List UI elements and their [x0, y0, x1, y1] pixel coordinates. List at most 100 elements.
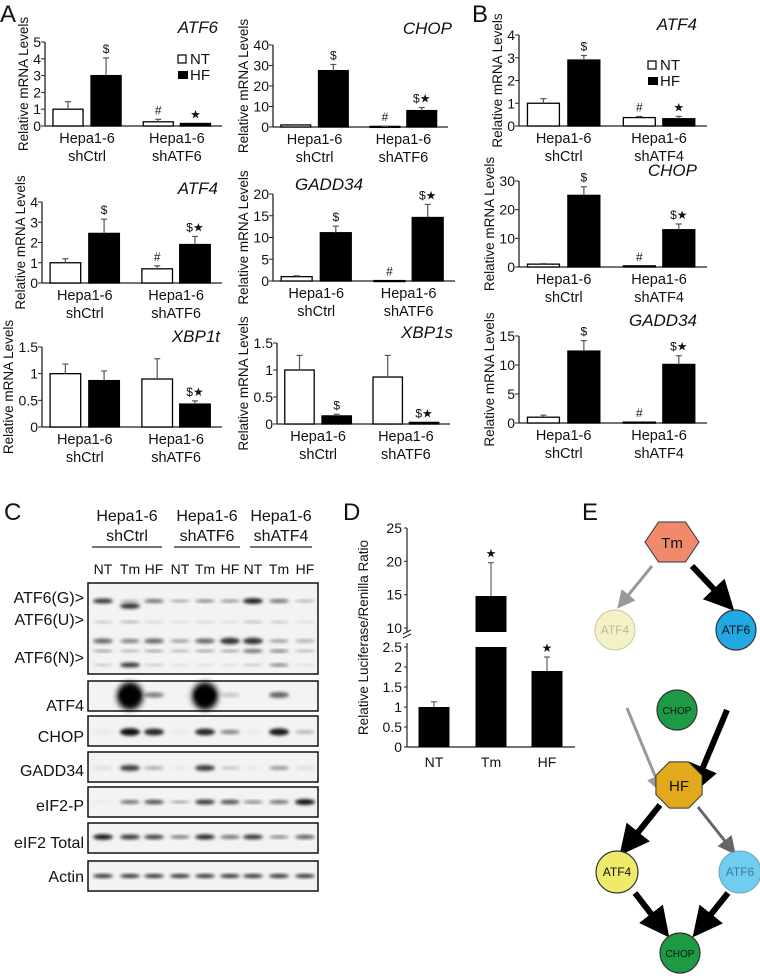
hf-octagon-node — [655, 761, 703, 809]
y-tick-label: 1 — [265, 362, 273, 378]
y-axis-label: Relative mRNA Levels — [236, 19, 251, 154]
y-tick-label: 1 — [507, 95, 515, 111]
significance-marker: $ — [581, 325, 588, 339]
panel-letter-e: E — [582, 499, 598, 526]
chop-band — [243, 730, 263, 734]
lane-label: NT — [244, 561, 263, 577]
category-label: shCtrl — [545, 446, 583, 462]
significance-marker: # — [636, 250, 643, 264]
legend-swatch-hf — [178, 71, 188, 79]
lane-label: HF — [145, 561, 164, 577]
eif2-total-band — [93, 834, 113, 840]
significance-marker: ★ — [542, 641, 553, 655]
panel-letter-d: D — [343, 499, 360, 526]
y-tick-label: 1 — [33, 101, 41, 117]
y-tick-label: 20 — [253, 186, 269, 202]
gadd34-band — [144, 766, 164, 770]
blot-group-label: Hepa1-6 — [250, 508, 311, 525]
y-tick-label: 40 — [253, 37, 269, 53]
category-label: Hepa1-6 — [631, 131, 687, 147]
y-tick-label: 1.5 — [383, 679, 403, 695]
eif2-total-band — [170, 835, 190, 839]
bar-nt — [372, 376, 404, 425]
atf4-band — [269, 692, 289, 698]
y-axis-label: Relative mRNA Levels — [482, 312, 497, 447]
chop-band — [120, 728, 140, 736]
y-axis-label: Relative mRNA Levels — [236, 316, 251, 451]
significance-marker: $ — [103, 42, 110, 56]
y-tick-label: 0 — [507, 259, 515, 275]
atf6-n1-band — [295, 639, 315, 643]
bar-nt — [280, 275, 313, 282]
chart-title: GADD34 — [295, 175, 363, 194]
atf6-n1-band — [220, 637, 240, 645]
eif2p-band — [195, 799, 215, 805]
bar-upper — [475, 596, 507, 632]
bar-nt — [526, 416, 561, 424]
blot-row-label: Actin — [48, 869, 84, 886]
atf6-smear-band — [295, 620, 315, 624]
atf6-n1-band — [144, 638, 164, 644]
eif2p-band — [243, 800, 263, 804]
atf4-band — [144, 692, 164, 698]
arrow — [617, 565, 654, 609]
category-label: shATF6 — [384, 304, 434, 320]
gadd34-band — [243, 766, 263, 770]
tm-node-label: Tm — [661, 535, 683, 552]
y-tick-label: 2 — [507, 73, 515, 89]
category-label: Hepa1-6 — [376, 132, 432, 148]
y-tick-label: 0.5 — [383, 719, 403, 735]
y-tick-label: 3 — [30, 214, 38, 230]
y-tick-label: 5 — [261, 251, 269, 267]
category-label: shATF6 — [379, 150, 429, 166]
bar-hf — [179, 403, 211, 428]
blot-group-label: shATF6 — [180, 528, 235, 545]
y-axis-label: Relative mRNA Levels — [490, 13, 505, 148]
atf6-g-band — [295, 599, 315, 603]
significance-marker: $ — [332, 210, 339, 224]
atf6-n3-band — [243, 663, 263, 667]
bar-nt — [141, 268, 174, 284]
category-label: shATF4 — [634, 149, 684, 165]
legend-label-hf: HF — [190, 67, 210, 84]
y-tick-label: 0.5 — [254, 389, 274, 405]
category-label: shATF6 — [151, 306, 201, 322]
y-tick-label: 2 — [33, 84, 41, 100]
legend-swatch-nt — [177, 54, 187, 64]
chop-band — [93, 730, 113, 734]
atf4-node — [595, 850, 639, 894]
actin-band — [93, 874, 113, 878]
significance-marker: $ — [581, 39, 588, 53]
significance-marker: ★ — [673, 100, 684, 114]
atf6-n3-band — [170, 663, 190, 667]
atf6-g-band — [243, 598, 263, 604]
actin-band — [295, 874, 315, 878]
bar-hf — [179, 243, 211, 284]
category-label: Hepa1-6 — [287, 132, 343, 148]
category-label: Hepa1-6 — [536, 428, 592, 444]
significance-marker: # — [382, 110, 389, 124]
atf6-n2-band — [93, 649, 113, 653]
y-tick-label: 0 — [507, 118, 515, 134]
blot-row-label: ATF4 — [46, 698, 84, 715]
gadd34-band — [93, 766, 113, 770]
gadd34-band — [195, 765, 215, 771]
panel-letter-a: A — [0, 1, 16, 28]
bar-nt — [52, 108, 84, 127]
lane-label: Tm — [120, 561, 140, 577]
significance-marker: # — [386, 265, 393, 279]
atf6-node — [715, 609, 757, 651]
y-axis-label: Relative mRNA Levels — [236, 170, 251, 305]
y-tick-label: 3 — [507, 50, 515, 66]
chop-node — [659, 932, 701, 974]
y-tick-label: 1 — [394, 699, 402, 715]
chart-title: ATF4 — [656, 15, 697, 34]
atf6-n3-band — [220, 663, 240, 667]
y-tick-label: 30 — [499, 173, 515, 189]
significance-marker: # — [154, 250, 161, 264]
atf6-node-label: ATF6 — [722, 623, 751, 637]
atf6-n3-band — [120, 662, 140, 668]
atf4-node — [594, 609, 636, 651]
significance-marker: $★ — [670, 340, 687, 354]
chop-band — [220, 730, 240, 734]
